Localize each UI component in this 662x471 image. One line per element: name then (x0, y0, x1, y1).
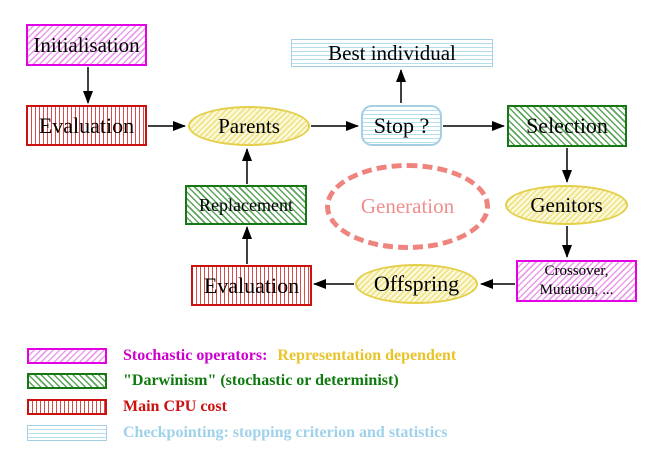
node-parents: Parents (188, 106, 310, 146)
legend-row-cpu-cost: Main CPU cost (27, 398, 227, 416)
legend-label-checkpointing: Checkpointing: stopping criterion and st… (123, 424, 448, 441)
node-best-individual: Best individual (291, 39, 493, 67)
node-offspring: Offspring (355, 264, 478, 304)
legend-row-checkpointing: Checkpointing: stopping criterion and st… (27, 424, 447, 442)
crossover-line1: Crossover, (544, 263, 609, 280)
legend-label-representation: Representation dependent (277, 347, 457, 364)
legend-label-cpu-cost: Main CPU cost (123, 398, 227, 415)
crossover-line2: Mutation, ... (539, 282, 614, 298)
magenta-hatch-swatch (27, 348, 107, 364)
node-genitors: Genitors (505, 185, 628, 225)
node-stop: Stop ? (361, 105, 442, 146)
legend-row-stochastic: Stochastic operators: Representation dep… (27, 347, 456, 365)
generation-loop-ellipse: Generation (325, 163, 490, 250)
node-selection: Selection (507, 105, 627, 147)
cyan-stripe-swatch (27, 425, 107, 441)
node-evaluation-top: Evaluation (26, 105, 147, 146)
node-evaluation-bottom: Evaluation (191, 265, 312, 306)
node-crossover-mutation: Crossover, Mutation, ... (516, 260, 637, 302)
node-replacement: Replacement (185, 185, 307, 225)
legend-label-stochastic: Stochastic operators: (123, 347, 268, 364)
legend-row-darwinism: "Darwinism" (stochastic or determinist) (27, 372, 399, 390)
green-hatch-swatch (27, 373, 107, 389)
node-initialisation: Initialisation (26, 24, 147, 66)
red-stripe-swatch (27, 399, 107, 415)
legend-label-darwinism: "Darwinism" (stochastic or determinist) (123, 372, 399, 389)
